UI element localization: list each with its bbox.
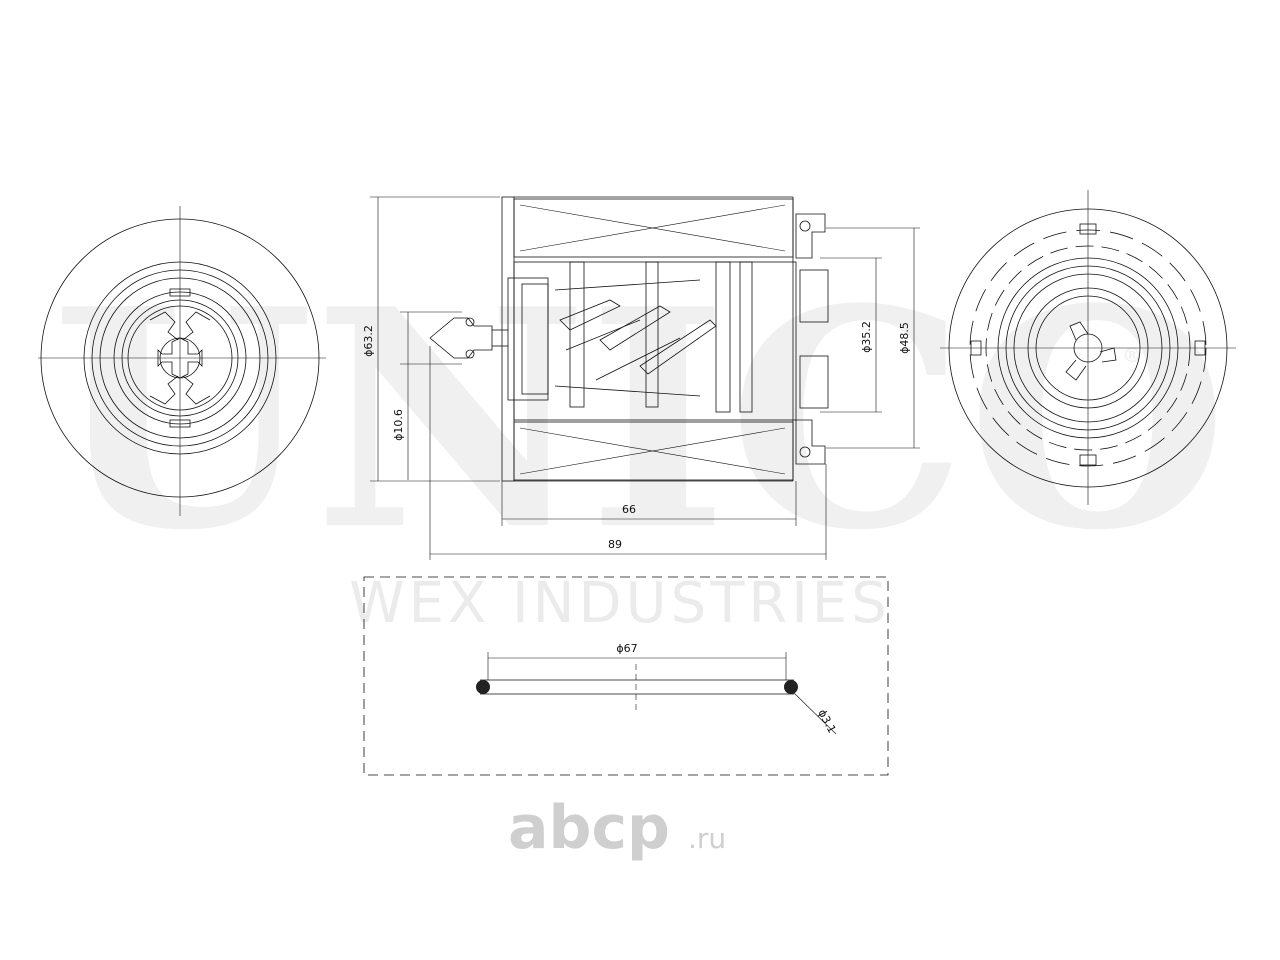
core-helix-lines <box>565 319 681 381</box>
right-outer-circle <box>948 208 1228 488</box>
right-clip-left <box>970 340 982 356</box>
left-lock-tab-4 <box>182 375 211 405</box>
core-rib-4 <box>739 261 753 413</box>
dim-inner-diameter: ϕ35.2 <box>860 321 873 353</box>
right-clip-right <box>1194 340 1206 356</box>
left-ring-6 <box>127 305 233 411</box>
right-flange-top <box>795 213 826 259</box>
inlet-nozzle <box>429 317 493 359</box>
watermark-registered: ® <box>1122 343 1142 367</box>
core-rib-3 <box>715 261 731 413</box>
right-clip-bottom <box>1079 454 1097 466</box>
left-top-clip <box>169 288 191 297</box>
right-inner-slot-ring <box>985 245 1191 451</box>
watermark-brand: UNICO <box>52 243 1228 596</box>
core-rib-2 <box>645 261 659 408</box>
left-outer-circle <box>40 218 320 498</box>
center-side-view: ϕ63.2 ϕ10.6 ϕ35.2 ϕ48.5 66 89 <box>362 196 920 560</box>
dim-total-length: 89 <box>608 538 622 551</box>
right-ring-1 <box>997 257 1179 439</box>
left-ring-1 <box>83 261 277 455</box>
right-hub-tabs <box>1065 321 1117 381</box>
leader-section <box>793 692 837 735</box>
right-ring-3 <box>1013 273 1163 423</box>
right-ring-2 <box>1005 265 1171 431</box>
nozzle-oring-top <box>465 317 475 327</box>
left-ring-3 <box>99 277 261 439</box>
dim-body-length: 66 <box>622 503 636 516</box>
filter-media-top <box>513 198 794 258</box>
logo-name: abcp <box>508 793 670 863</box>
oring-section-left <box>476 680 490 694</box>
nozzle-oring-bottom <box>465 349 475 359</box>
left-lock-tab-1 <box>149 311 179 341</box>
right-boss-top <box>799 269 829 323</box>
core-helix-2 <box>599 305 671 351</box>
right-clip-top <box>1079 223 1097 235</box>
right-end-view <box>940 190 1236 505</box>
detail-frame <box>363 576 889 776</box>
dim-oring-diameter: ϕ67 <box>616 642 637 655</box>
core-helix-3 <box>639 319 717 375</box>
core-taper-lines <box>554 279 701 397</box>
flange-oring-bottom <box>799 446 811 458</box>
dim-inlet-diameter: ϕ10.6 <box>392 409 405 441</box>
flange-oring-top <box>799 220 811 232</box>
abcp-logo: abcp .ru <box>508 793 726 863</box>
watermark-tagline: WEX INDUSTRIES <box>349 571 891 636</box>
right-ring-4 <box>1027 287 1149 409</box>
core-helix-1 <box>559 299 621 331</box>
dim-section-diameter: ϕ3.1 <box>815 707 838 735</box>
left-bottom-clip <box>169 419 191 428</box>
left-hub-cross <box>157 337 203 379</box>
left-lock-tab-2 <box>182 311 211 341</box>
filter-media-top-hatch <box>519 204 786 252</box>
left-end-view <box>38 206 326 516</box>
core-rib-1 <box>569 261 585 408</box>
left-ring-4 <box>113 291 247 425</box>
right-ring-5 <box>1035 295 1141 401</box>
left-ring-5 <box>121 299 239 417</box>
logo-suffix: .ru <box>688 822 726 855</box>
filter-media-bottom-hatch <box>519 427 786 475</box>
left-lock-tab-3 <box>149 375 179 405</box>
oring-detail: ϕ67 ϕ3.1 <box>363 576 889 776</box>
filter-media-bottom <box>513 421 794 481</box>
dim-flange-diameter: ϕ48.5 <box>898 322 911 354</box>
core-inner-ring <box>521 283 549 395</box>
dim-outer-diameter: ϕ63.2 <box>362 325 375 357</box>
right-flange-bottom <box>795 419 826 465</box>
left-ring-2 <box>91 269 269 447</box>
right-boss-bottom <box>799 355 829 409</box>
right-slot-ring <box>969 229 1207 467</box>
oring-section-right <box>784 680 798 694</box>
